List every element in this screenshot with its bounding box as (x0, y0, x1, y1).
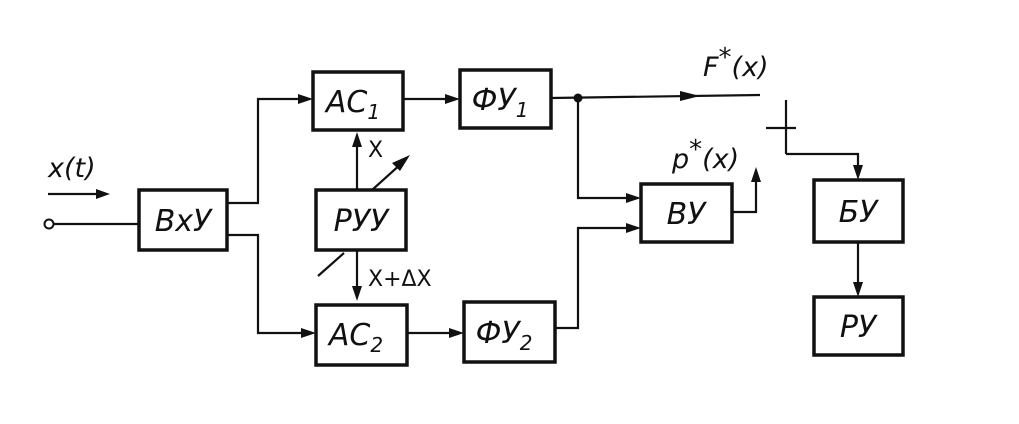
input-terminal (43, 218, 55, 230)
block-ru: РУ (812, 295, 905, 357)
p-star-main: p (671, 144, 689, 175)
block-ruu-label: РУУ (334, 204, 390, 239)
f-star-arg: (x) (732, 52, 769, 83)
block-bu-label: БУ (839, 195, 880, 230)
f-star-label: F*(x) (703, 43, 769, 83)
p-star-arg: (x) (702, 144, 739, 175)
svg-text:АС1: АС1 (324, 85, 380, 124)
input-signal-label: x(t) (47, 153, 96, 184)
block-ac1: АС1 (311, 70, 405, 132)
p-star-star: * (689, 135, 702, 165)
x-delta-label: X+ΔX (368, 267, 432, 292)
block-vxu: ВхУ (137, 188, 229, 252)
block-vu-label: ВУ (667, 197, 708, 232)
block-ruu: РУУ (314, 188, 408, 252)
block-fu2-label: ФУ (476, 316, 522, 351)
svg-text:АС2: АС2 (327, 318, 383, 357)
block-fu1-label: ФУ (472, 83, 518, 118)
p-star-label: p*(x) (671, 135, 739, 175)
block-ac2: АС2 (314, 303, 409, 367)
svg-text:ФУ1: ФУ1 (472, 83, 529, 122)
block-vu: ВУ (639, 182, 734, 244)
block-fu1: ФУ1 (458, 68, 553, 130)
block-ac2-subscript: 2 (370, 333, 383, 357)
block-fu1-subscript: 1 (516, 98, 529, 122)
svg-text:ФУ2: ФУ2 (476, 316, 533, 355)
block-bu: БУ (812, 178, 905, 244)
block-vxu-label: ВхУ (155, 204, 213, 239)
block-ru-label: РУ (840, 310, 878, 345)
f-star-star: * (719, 43, 732, 73)
block-ac2-label: АС (327, 318, 371, 353)
f-star-main: F (703, 52, 719, 83)
block-fu2: ФУ2 (462, 300, 557, 364)
input-signal-arrow (48, 189, 110, 199)
block-ac1-label: АС (324, 85, 368, 120)
connection-lines (227, 91, 863, 338)
x-level-label: X (368, 138, 383, 163)
block-ac1-subscript: 1 (367, 100, 380, 124)
block-fu2-subscript: 2 (520, 331, 533, 355)
